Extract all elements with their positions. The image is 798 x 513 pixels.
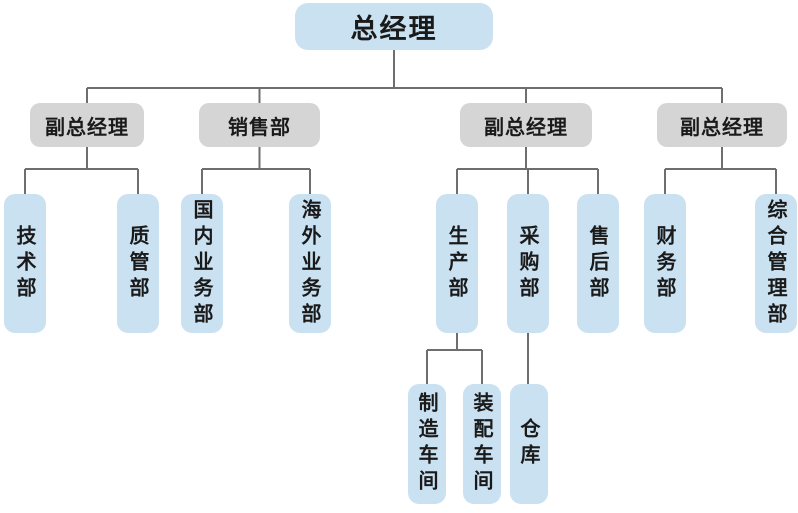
org-node-purchasing-dept: 采购部 (507, 194, 549, 333)
org-node-overseas-business-dept: 海外业务部 (289, 194, 331, 333)
org-node-label: 装配车间 (470, 392, 494, 496)
org-node-finance-dept: 财务部 (644, 194, 686, 333)
org-node-label: 海外业务部 (298, 198, 322, 329)
org-node-label: 国内业务部 (190, 198, 214, 329)
org-node-label: 采购部 (516, 224, 540, 303)
org-node-production-dept: 生产部 (436, 194, 478, 333)
org-node-domestic-business-dept: 国内业务部 (181, 194, 223, 333)
org-node-technology-dept: 技术部 (4, 194, 46, 333)
org-node-label: 销售部 (228, 114, 291, 139)
org-node-general-manager: 总经理 (295, 3, 493, 50)
org-node-label: 制造车间 (415, 392, 439, 496)
org-node-label: 副总经理 (680, 114, 764, 139)
org-node-label: 财务部 (653, 224, 677, 303)
org-node-deputy-gm-1: 副总经理 (30, 103, 144, 147)
org-node-manufacturing-workshop: 制造车间 (408, 384, 446, 504)
org-node-general-admin-dept: 综合管理部 (755, 194, 797, 333)
org-node-warehouse: 仓库 (510, 384, 548, 504)
org-node-label: 质管部 (126, 224, 150, 303)
org-node-label: 仓库 (517, 418, 541, 470)
org-node-assembly-workshop: 装配车间 (463, 384, 501, 504)
org-node-label: 售后部 (586, 224, 610, 303)
org-node-sales-dept: 销售部 (199, 103, 320, 147)
org-node-label: 技术部 (13, 224, 37, 303)
org-node-deputy-gm-3: 副总经理 (657, 103, 787, 147)
org-node-deputy-gm-2: 副总经理 (460, 103, 592, 147)
org-node-label: 副总经理 (45, 114, 129, 139)
org-node-quality-dept: 质管部 (117, 194, 159, 333)
org-node-label: 总经理 (350, 14, 438, 45)
org-node-label: 副总经理 (484, 114, 568, 139)
org-node-aftersales-dept: 售后部 (577, 194, 619, 333)
org-node-label: 综合管理部 (764, 198, 788, 329)
org-node-label: 生产部 (445, 224, 469, 303)
